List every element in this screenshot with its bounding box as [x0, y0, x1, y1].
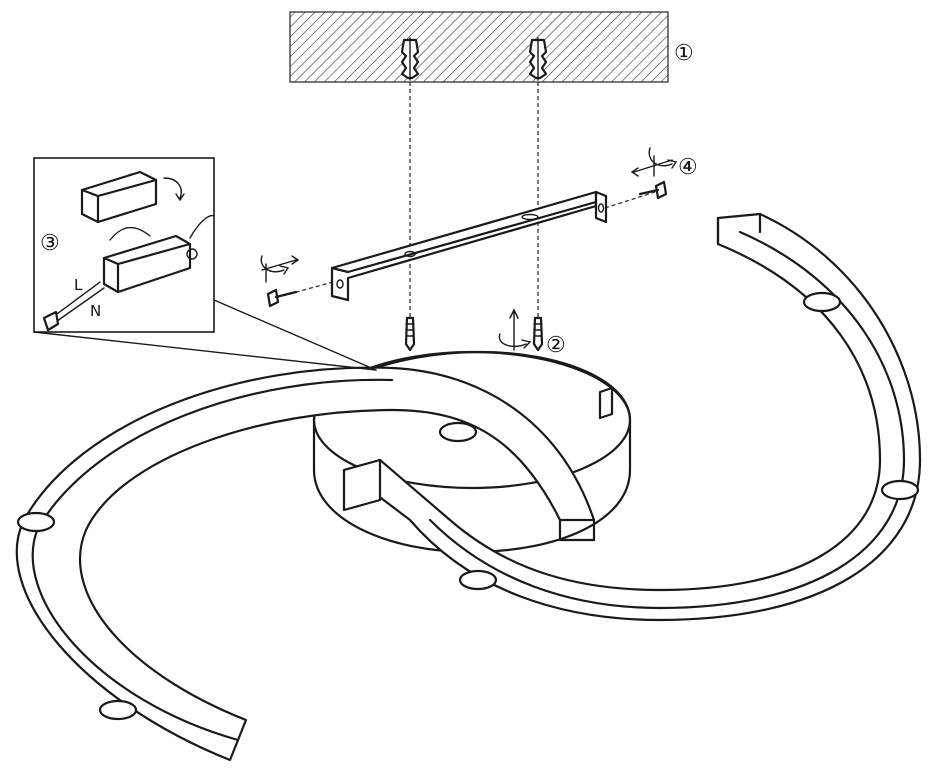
led-dots — [16, 291, 920, 721]
vertical-screw-right — [498, 308, 544, 352]
ceiling-hatch-icon — [289, 11, 669, 83]
screw-icon — [532, 316, 544, 352]
bracket-screw-left — [260, 255, 300, 308]
rotate-arrow-icon — [648, 147, 678, 177]
bracket-screw-right — [630, 147, 678, 200]
callout-step-2: ② — [546, 333, 566, 358]
wiring-inset: ③ L N — [33, 157, 377, 371]
spiral-arm-right — [342, 212, 922, 622]
callout-step-4: ④ — [678, 155, 698, 180]
wire-label-neutral: N — [90, 302, 101, 320]
rotate-arrow-icon — [163, 177, 185, 202]
screw-icon — [404, 316, 416, 352]
callout-step-3: ③ — [40, 231, 60, 256]
screw-icon — [266, 288, 280, 308]
wire-label-live: L — [74, 276, 83, 294]
callout-step-1: ① — [674, 41, 694, 66]
rotate-arrow-icon — [498, 308, 532, 351]
screw-icon — [654, 180, 668, 200]
wall-anchor-right — [528, 37, 548, 81]
ceiling — [289, 11, 669, 83]
vertical-screw-left — [404, 316, 416, 352]
mounting-bracket — [330, 190, 608, 302]
wall-anchor-left — [400, 37, 420, 81]
mounting-bracket-icon — [330, 190, 598, 302]
